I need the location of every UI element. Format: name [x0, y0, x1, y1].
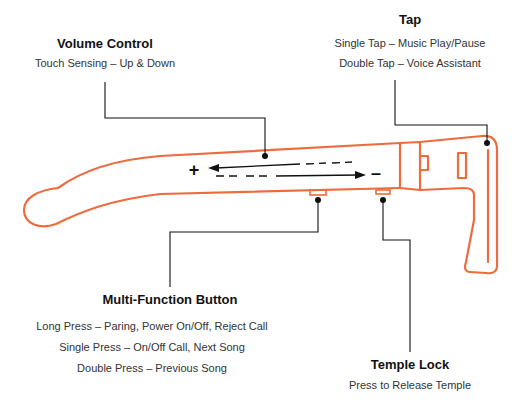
function-note: Long Press – Paring, Power On/Off, Rejec… [36, 320, 268, 333]
part-title: Tap [399, 12, 421, 28]
part-title: Volume Control [57, 36, 153, 52]
function-note: Touch Sensing – Up & Down [35, 57, 175, 70]
function-note: Double Press – Previous Song [77, 362, 227, 375]
part-title: Temple Lock [371, 357, 450, 373]
function-note: Press to Release Temple [349, 379, 471, 392]
function-note: Single Press – On/Off Call, Next Song [59, 341, 245, 354]
volume-sign: – [371, 163, 381, 185]
volume-sign: + [189, 160, 200, 182]
function-note: Single Tap – Music Play/Pause [335, 37, 486, 50]
part-title: Multi-Function Button [102, 292, 237, 308]
function-note: Double Tap – Voice Assistant [339, 57, 481, 70]
